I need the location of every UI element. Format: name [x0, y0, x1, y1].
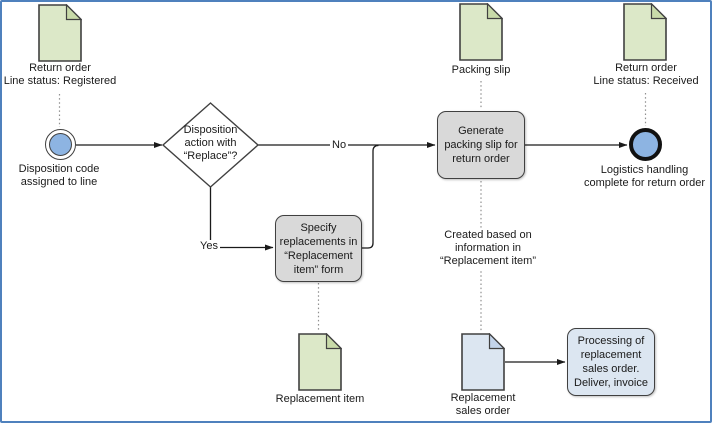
label-packing-slip: Packing slip — [451, 64, 511, 76]
document-icon-return-order-registered — [38, 4, 82, 62]
document-icon-replacement-sales-order — [461, 333, 505, 391]
start-event — [45, 129, 76, 160]
flow-yes-connector — [209, 187, 274, 251]
document-icon-packing-slip — [459, 3, 503, 61]
flow-specify-merge — [362, 144, 379, 249]
task-generate-packing-slip: Generate packing slip for return order — [437, 111, 525, 179]
process-box-replacement-sales-order: Processing of replacement sales order. D… — [567, 328, 655, 396]
label-return-order-registered: Return order Line status: Registered — [3, 62, 117, 87]
start-event-inner-circle — [49, 133, 72, 156]
label-replacement-sales-order: Replacement sales order — [450, 392, 516, 417]
task-specify-replacements: Specify replacements in “Replacement ite… — [275, 215, 362, 282]
label-start-event: Disposition code assigned to line — [18, 163, 100, 188]
label-decision-gateway: Disposition action with “Replace”? — [183, 124, 238, 162]
document-icon-return-order-received — [623, 3, 667, 61]
end-event — [629, 128, 662, 161]
label-return-order-received: Return order Line status: Received — [593, 62, 699, 87]
annotation-created-based-on: Created based on information in “Replace… — [430, 228, 546, 269]
label-flow-yes: Yes — [198, 240, 220, 253]
decision-gateway-shape — [161, 102, 260, 188]
label-flow-no: No — [330, 139, 349, 152]
document-icon-replacement-item — [298, 333, 342, 391]
label-end-event: Logistics handling complete for return o… — [583, 164, 706, 189]
label-replacement-item: Replacement item — [275, 393, 365, 405]
